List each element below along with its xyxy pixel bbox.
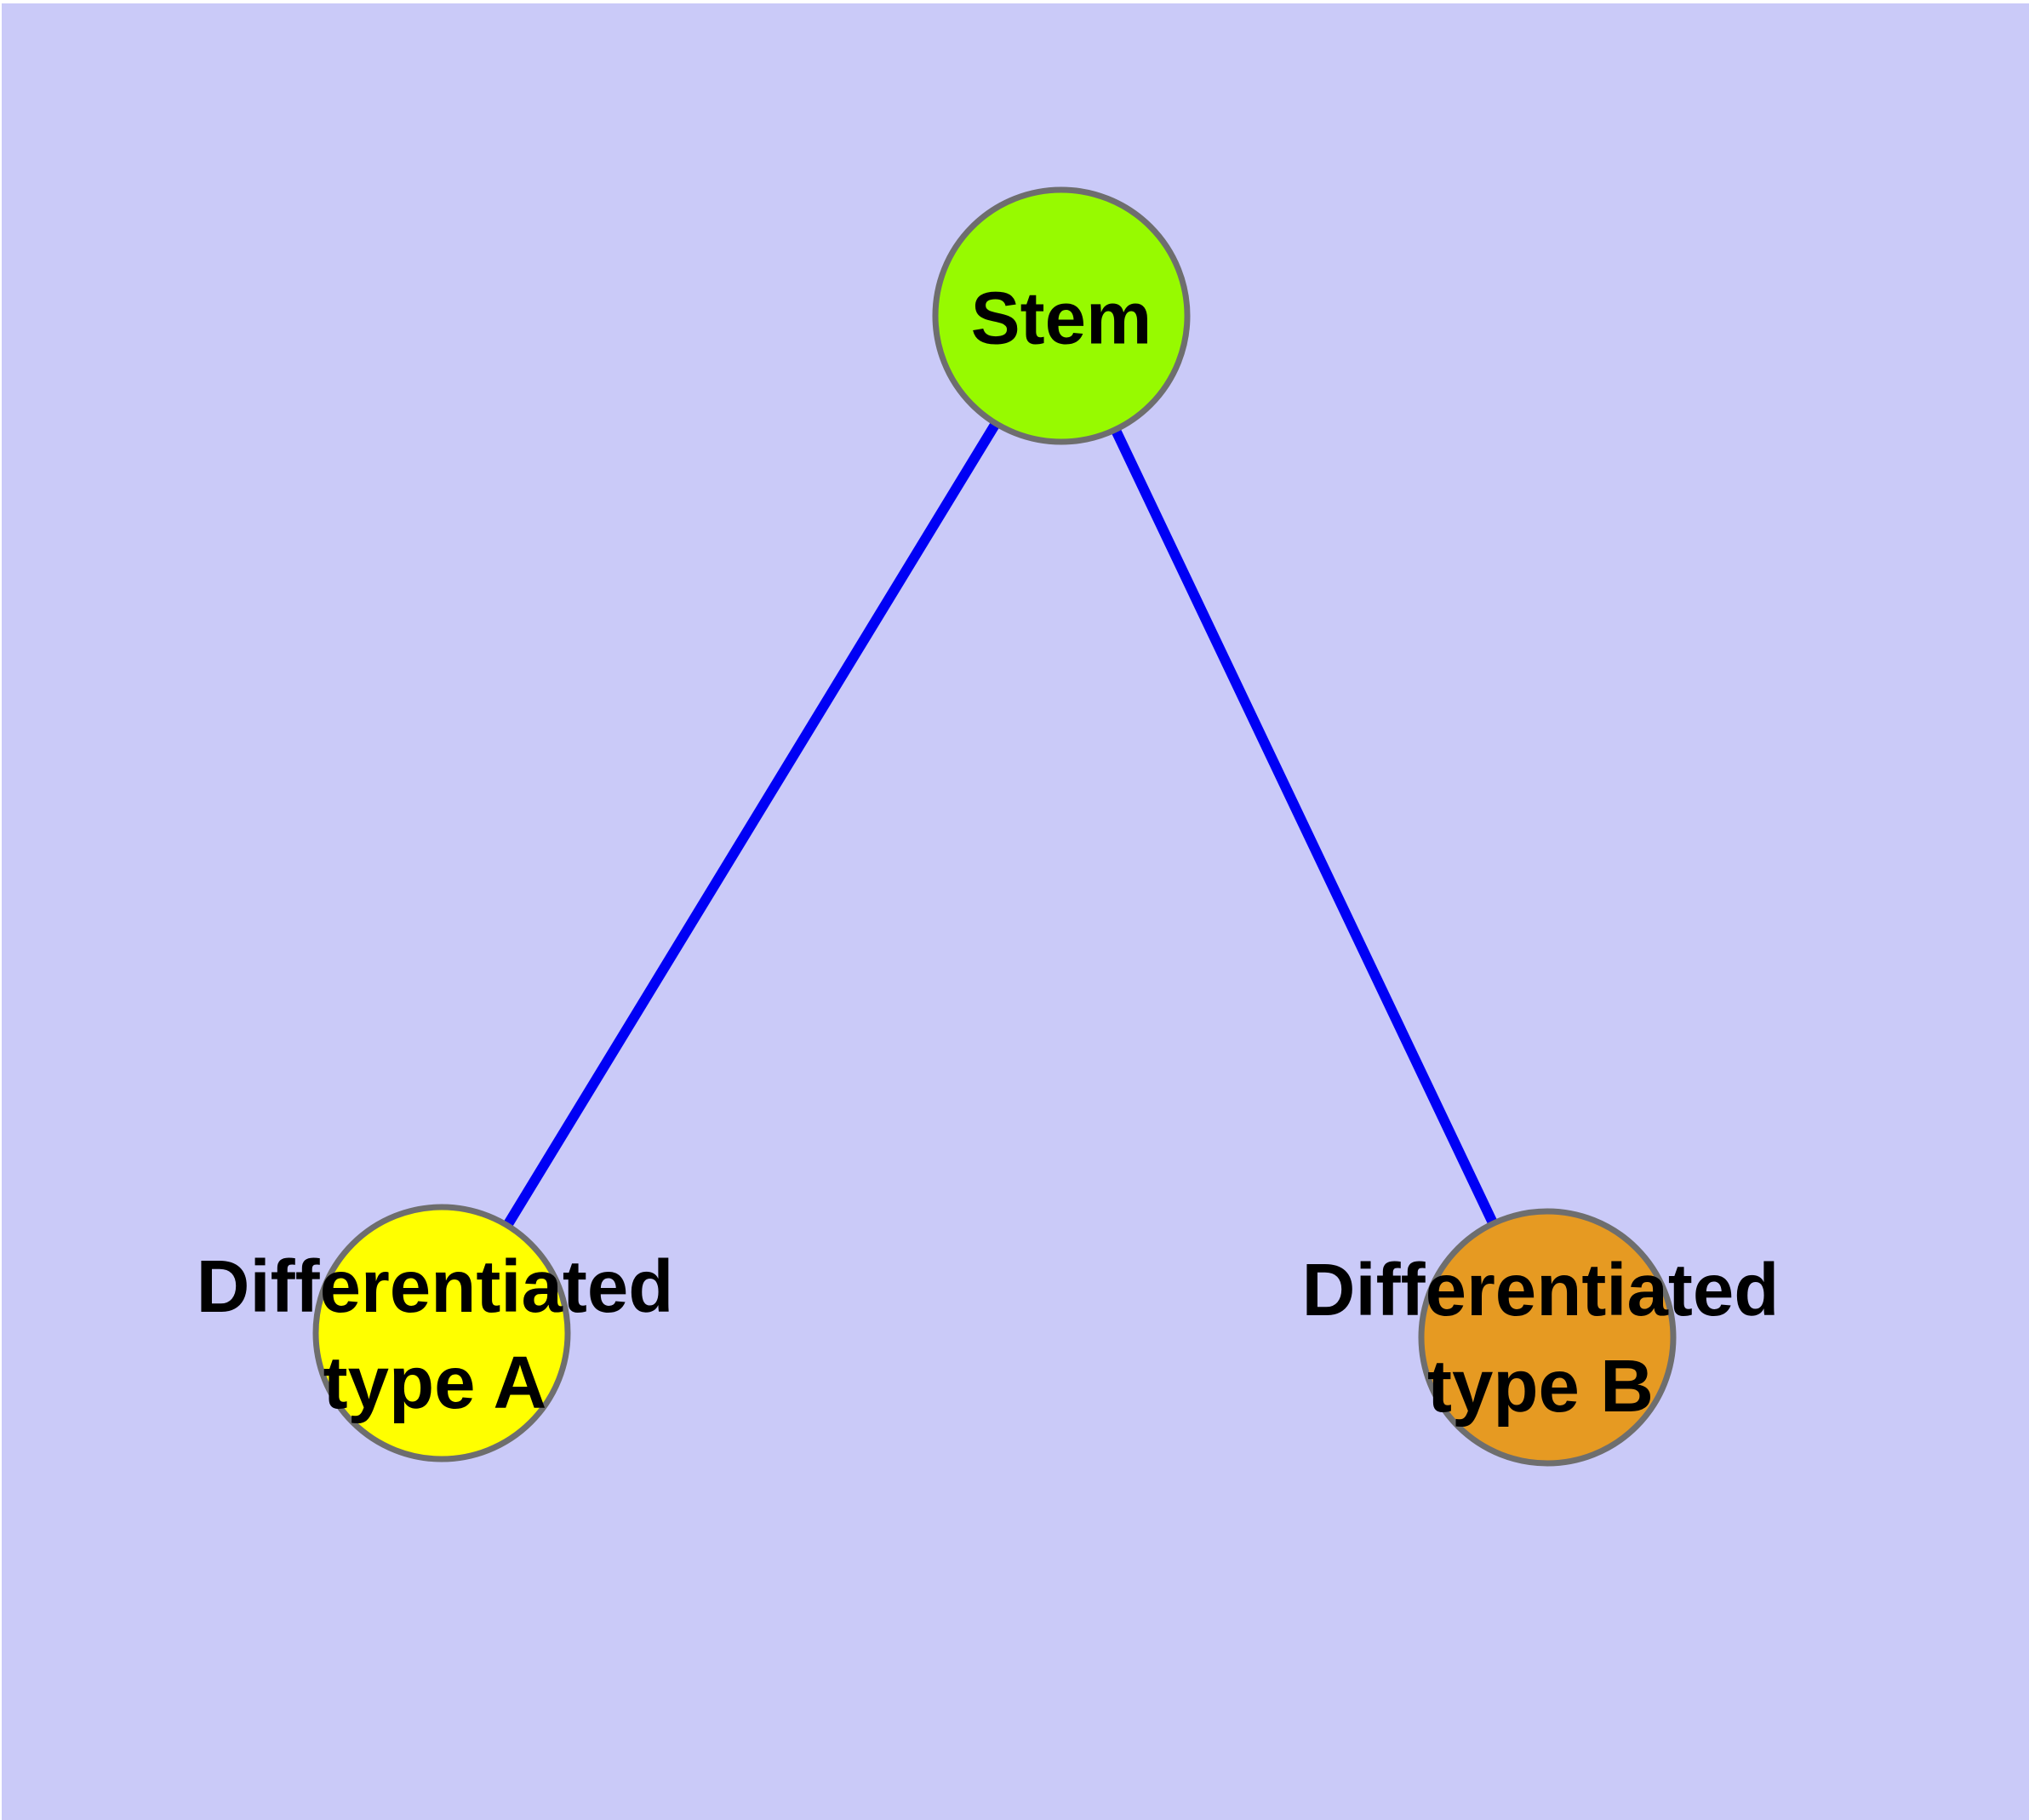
edge-stem-to-type-a [437, 312, 1066, 1336]
node-differentiated-type-a [312, 1204, 571, 1462]
node-differentiated-type-b [1418, 1208, 1677, 1467]
node-stem [932, 186, 1191, 445]
edge-stem-to-type-b [1056, 313, 1552, 1340]
